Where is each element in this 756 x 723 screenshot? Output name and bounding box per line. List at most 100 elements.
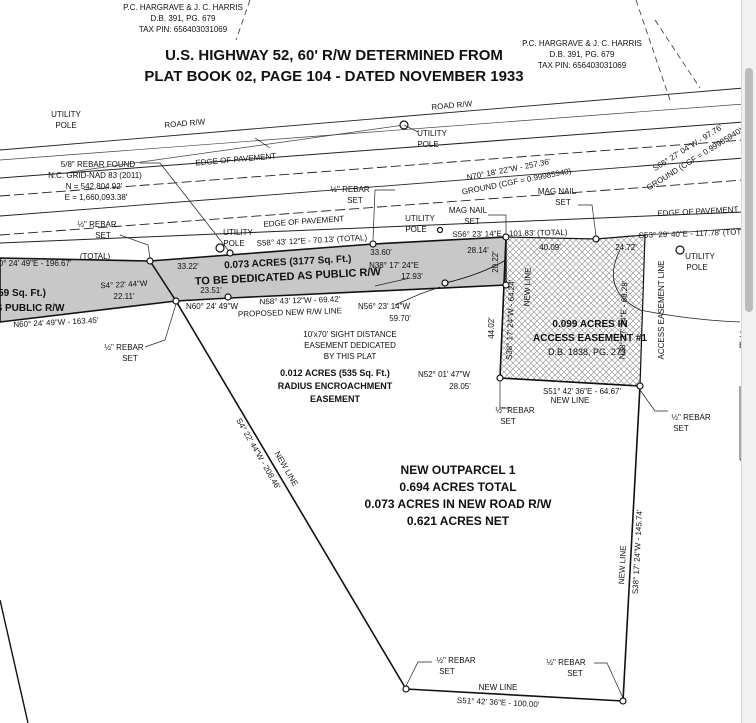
outparcel-line4: 0.621 ACRES NET xyxy=(407,514,510,528)
mag-nail-b-line2: SET xyxy=(555,198,571,207)
plat-title-line2: PLAT BOOK 02, PAGE 104 - DATED NOVEMBER … xyxy=(144,68,523,85)
bearing-s38-145: S38° 17' 24"W - 145.74' xyxy=(631,509,644,595)
mag-nail-a-line1: MAG NAIL xyxy=(449,206,488,215)
distance-28-14: 28.14' xyxy=(467,246,489,255)
rebar-set-a-line2: SET xyxy=(95,231,111,240)
rebar-found-line4: E = 1,660,093.38' xyxy=(65,193,128,202)
rebar-set-f-line1: ½" REBAR xyxy=(436,656,476,665)
utility-lines xyxy=(0,103,745,173)
bearing-n58-proposed: N58° 43' 12"W - 69.42' xyxy=(259,295,340,307)
top-dashed-lines xyxy=(235,0,701,101)
rebar-set-c-line1: ½" REBAR xyxy=(104,343,144,352)
bearing-n60-mid: N60° 24' 49"W xyxy=(186,302,238,311)
new-line-label-e: NEW LINE xyxy=(479,683,518,692)
rebar-set-c-line2: SET xyxy=(122,354,138,363)
bearing-n38-68: N38° 17' 24"E - 68.28' xyxy=(618,280,630,359)
road-right-of-way xyxy=(0,87,745,236)
bearing-n60-left: N60° 24' 49"W - 163.45' xyxy=(13,316,99,329)
distance-20-22: 20.22' xyxy=(491,251,500,273)
outparcel-line3: 0.073 ACRES IN NEW ROAD R/W xyxy=(365,497,553,511)
distance-28-05: 28.05' xyxy=(449,382,471,391)
curb-curve xyxy=(612,249,741,323)
access-easement-line-label: ACCESS EASEMENT LINE xyxy=(657,261,666,360)
owner-left-line1: P.C. HARGRAVE & J. C. HARRIS xyxy=(123,3,243,12)
distance-33-60: 33.60' xyxy=(370,248,392,257)
left-cut-line1: 59 Sq. Ft.) xyxy=(0,288,46,299)
rebar-set-e-line1: ½" REBAR xyxy=(671,413,711,422)
encroachment-line3: EASEMENT xyxy=(310,394,361,404)
bearing-s4-22: S4° 22' 44"W xyxy=(100,279,148,290)
rebar-set-d-line1: ½" REBAR xyxy=(495,406,535,415)
owner-right-line3: TAX PIN: 656403031069 xyxy=(538,61,627,70)
sight-easement-line1: 10'x70' SIGHT DISTANCE xyxy=(303,330,396,339)
access-easement-line2: ACCESS EASEMENT #1 xyxy=(533,333,647,344)
distance-40-09: 40.09' xyxy=(539,243,561,252)
bearing-n56: N56° 23' 14"W xyxy=(358,302,410,311)
monuments xyxy=(146,120,685,705)
rebar-set-b-line2: SET xyxy=(347,196,363,205)
edge-pavement-label-2: EDGE OF PAVEMENT xyxy=(263,214,345,229)
bearing-s51-100: S51° 42' 36"E - 100.00' xyxy=(457,696,540,709)
utility-pole-b-line1: UTILITY xyxy=(417,129,447,138)
bearing-n52: N52° 01' 47"W xyxy=(418,370,470,379)
proposed-rw-label: PROPOSED NEW R/W LINE xyxy=(238,306,342,319)
new-line-label-b: NEW LINE xyxy=(551,396,590,405)
encroachment-line1: 0.012 ACRES (535 Sq. Ft.) xyxy=(280,368,390,378)
leader-lines xyxy=(119,124,668,699)
outparcel-line1: NEW OUTPARCEL 1 xyxy=(401,463,516,477)
edge-pavement-label-3: EDGE OF PAVEMENT xyxy=(657,205,739,218)
utility-pole-c-line1: UTILITY xyxy=(223,228,253,237)
left-cut-line2: S PUBLIC R/W xyxy=(0,303,65,314)
utility-pole-b-line2: POLE xyxy=(417,140,438,149)
distance-59-70: 59.70' xyxy=(389,314,411,323)
distance-23-51: 23.51' xyxy=(200,286,222,295)
owner-right-line2: D.B. 391, PG. 679 xyxy=(550,50,615,59)
utility-pole-a-line2: POLE xyxy=(55,121,76,130)
new-line-label-a: NEW LINE xyxy=(522,267,532,306)
utility-pole-c-line2: POLE xyxy=(223,239,244,248)
mag-nail-b-line1: MAG NAIL xyxy=(538,187,577,196)
outparcel-line2: 0.694 ACRES TOTAL xyxy=(399,480,516,494)
left-boundary-line xyxy=(0,599,29,723)
rebar-set-d-line2: SET xyxy=(500,417,516,426)
plat-title-line1: U.S. HIGHWAY 52, 60' R/W DETERMINED FROM xyxy=(165,47,503,64)
road-rw-label-1: ROAD R/W xyxy=(431,99,473,112)
utility-pole-d-line1: UTILITY xyxy=(405,214,435,223)
bearing-s56-total: S56° 23' 14"E - 101.83' (TOTAL) xyxy=(452,228,568,239)
owner-right-line1: P.C. HARGRAVE & J. C. HARRIS xyxy=(522,39,642,48)
distance-44-02: 44.02' xyxy=(487,317,496,339)
bearing-n60-total: N60° 24' 49"E - 196.67' xyxy=(0,259,72,268)
sight-easement-line3: BY THIS PLAT xyxy=(324,352,377,361)
vertical-scrollbar[interactable] xyxy=(741,0,756,723)
rebar-found-line3: N = 542,804.92' xyxy=(66,182,123,191)
rebar-set-g-line2: SET xyxy=(567,669,583,678)
new-line-label-d: NEW LINE xyxy=(617,545,628,584)
mag-nail-a-line2: SET xyxy=(464,217,480,226)
access-easement-line1: 0.099 ACRES IN xyxy=(552,319,627,330)
access-upper-line xyxy=(644,227,745,236)
distance-33-22: 33.22' xyxy=(177,262,199,271)
owner-left-line2: D.B. 391, PG. 679 xyxy=(151,14,216,23)
distance-17-93: 17.93' xyxy=(401,272,423,281)
encroachment-line2: RADIUS ENCROACHMENT xyxy=(278,381,393,391)
bearing-total-a: (TOTAL) xyxy=(80,252,111,261)
rebar-found-line1: 5/8" REBAR FOUND xyxy=(61,160,136,169)
owner-left-line3: TAX PIN: 656403031069 xyxy=(139,25,228,34)
road-rw-label-2: ROAD R/W xyxy=(164,117,206,130)
encroachment-curve xyxy=(444,259,507,284)
utility-pole-a-line1: UTILITY xyxy=(51,110,81,119)
access-easement-line3: D.B. 1838, PG. 273 xyxy=(548,347,626,357)
bearing-n38-strip: N38° 17' 24"E xyxy=(369,261,419,270)
distance-24-72: 24.72' xyxy=(615,243,637,252)
rebar-set-f-line2: SET xyxy=(439,667,455,676)
rebar-set-g-line1: ½" REBAR xyxy=(546,658,586,667)
edge-pavement-label-1: EDGE OF PAVEMENT xyxy=(195,151,277,167)
rebar-set-e-line2: SET xyxy=(673,424,689,433)
bearing-s38-64: S38° 17' 24"W - 64.24' xyxy=(505,279,517,360)
utility-pole-e-line2: POLE xyxy=(686,263,707,272)
edge-of-pavement xyxy=(0,121,745,244)
utility-pole-d-line2: POLE xyxy=(405,225,426,234)
scrollbar-thumb[interactable] xyxy=(745,68,753,312)
rebar-set-a-line1: ½" REBAR xyxy=(77,220,117,229)
